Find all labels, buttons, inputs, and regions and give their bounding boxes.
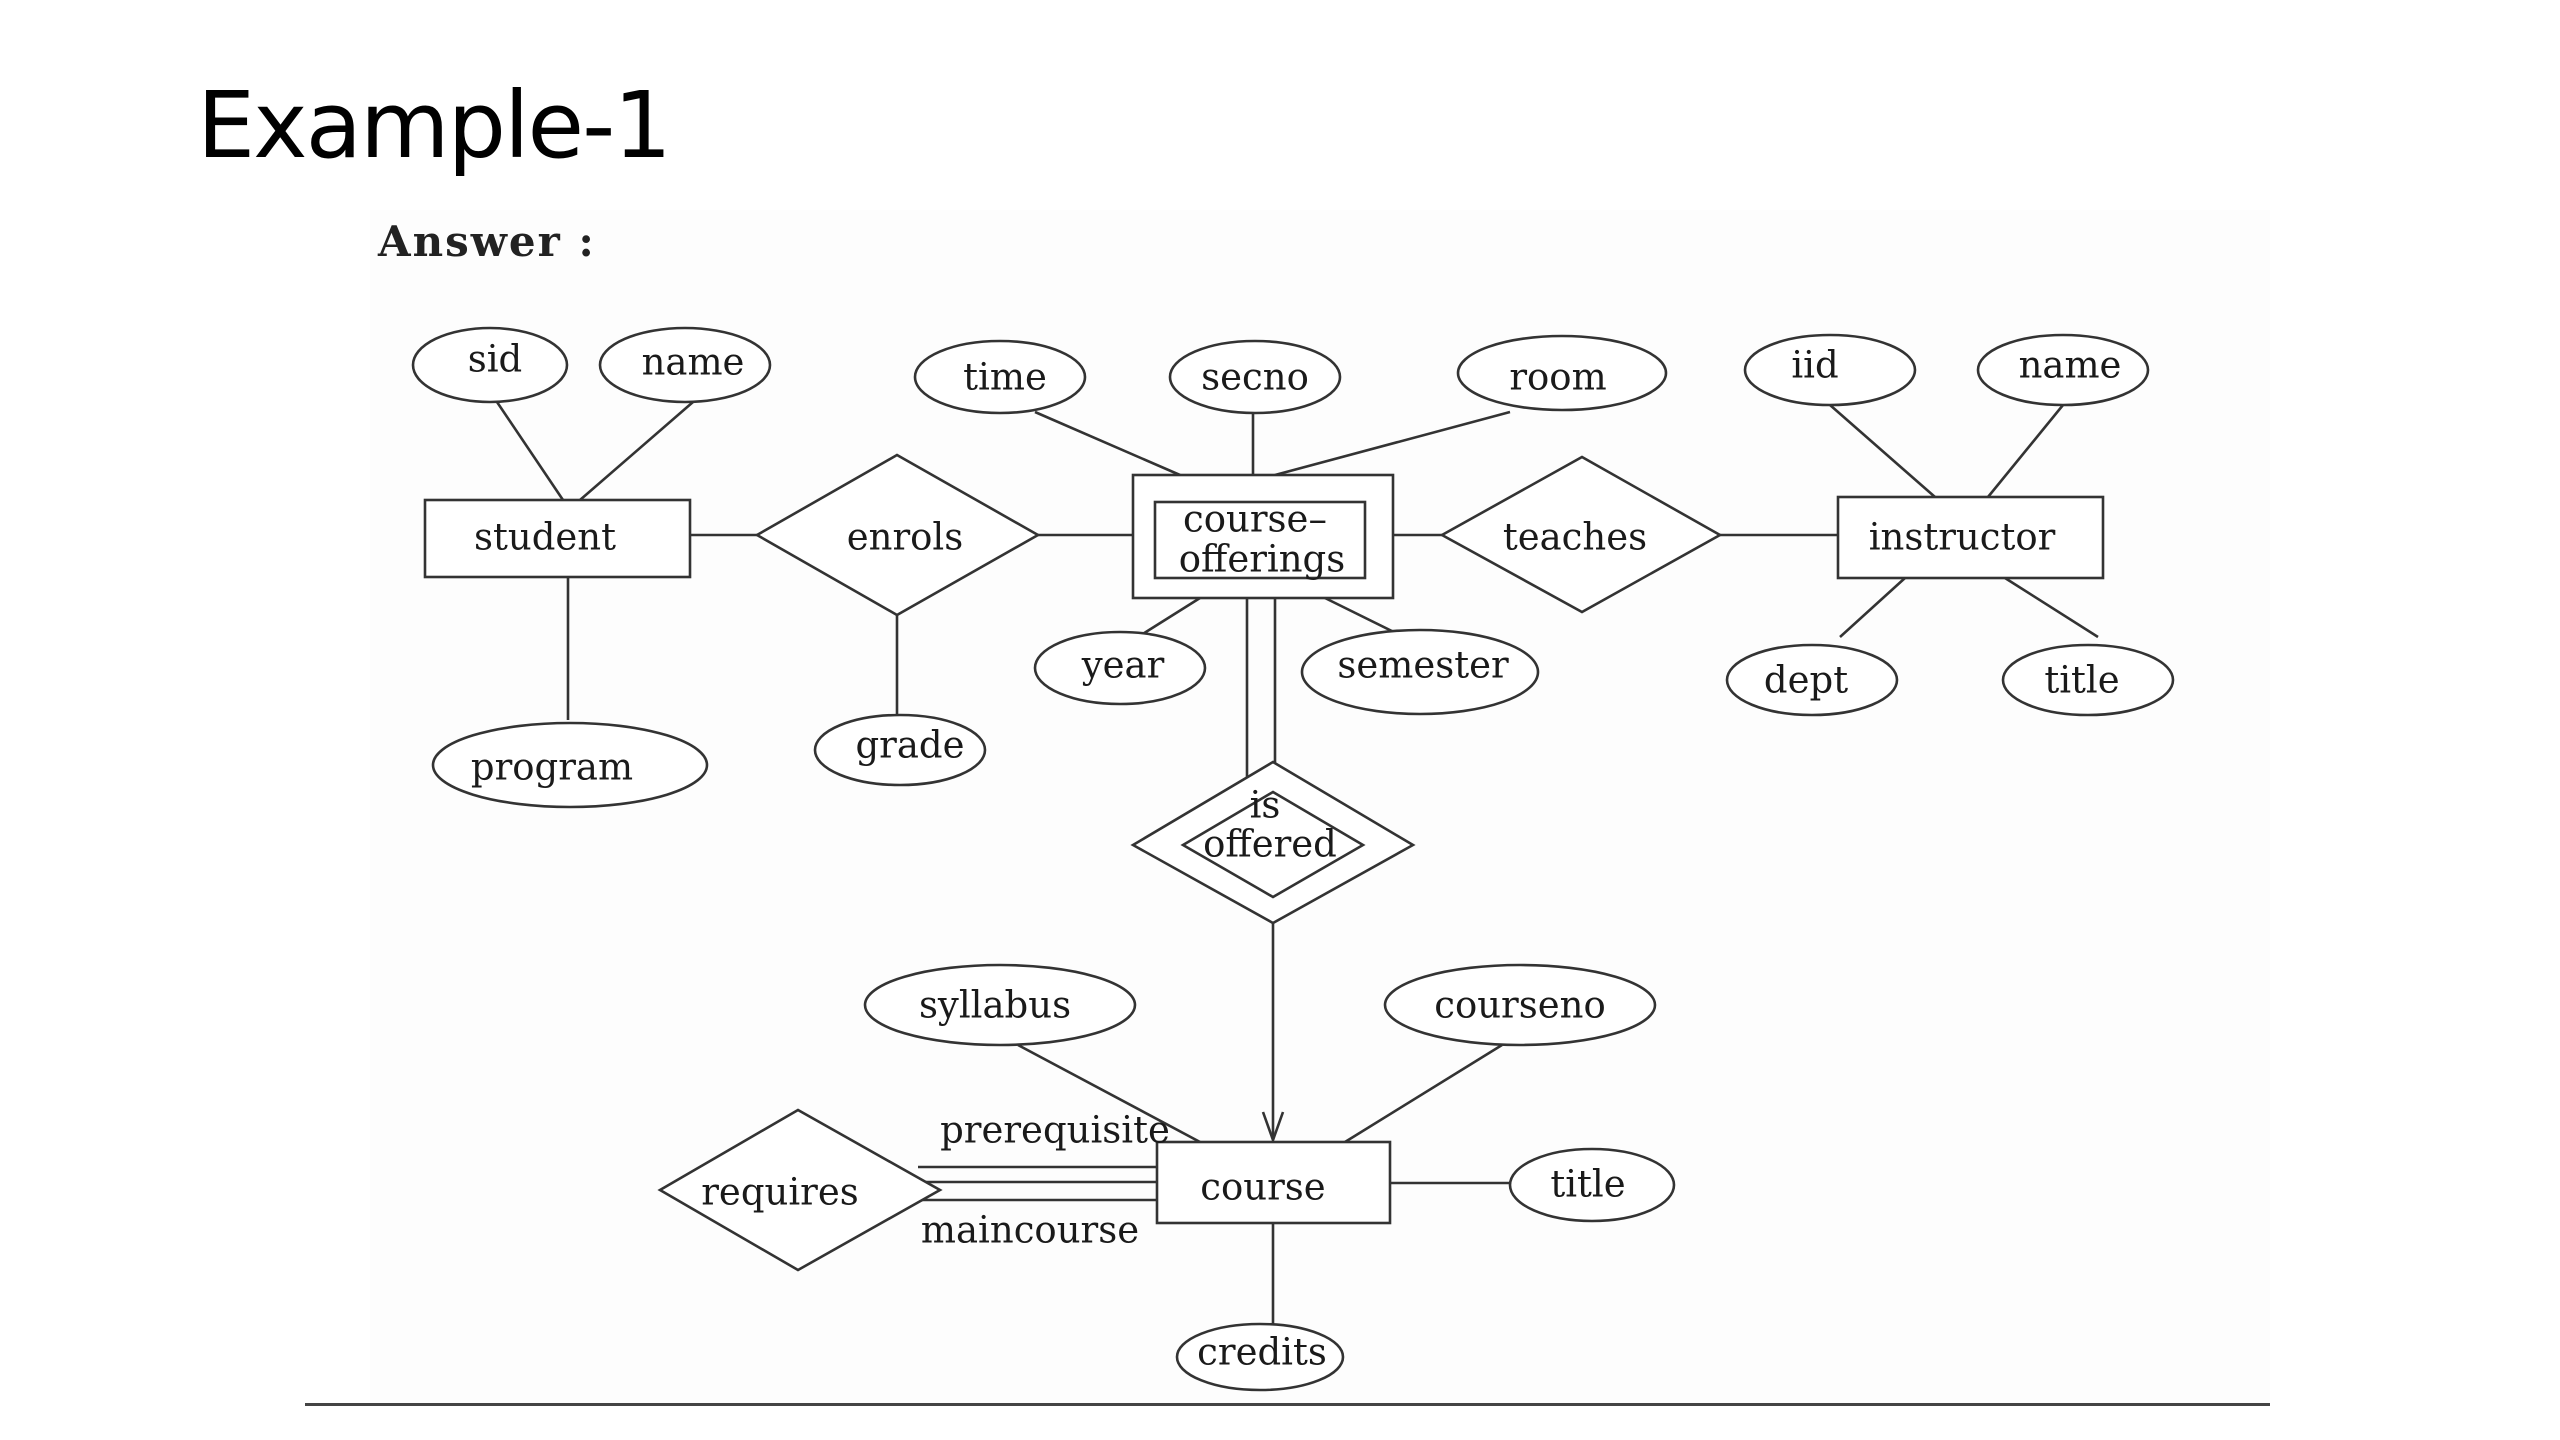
role-maincourse: maincourse [921, 1209, 1139, 1252]
line-offerings-time [1034, 410, 1181, 477]
svg-text:syllabus: syllabus [919, 984, 1071, 1027]
attribute-program: program [431, 721, 709, 809]
entity-course: course [1155, 1140, 1392, 1225]
svg-text:enrols: enrols [847, 516, 964, 559]
svg-text:name: name [2019, 344, 2122, 387]
attribute-semester: semester [1300, 628, 1540, 716]
svg-text:requires: requires [701, 1171, 859, 1214]
attribute-secno: secno [1168, 339, 1342, 415]
attribute-student-name: name [598, 326, 772, 404]
svg-text:sid: sid [468, 338, 523, 381]
attribute-room: room [1456, 334, 1668, 412]
line-student-name [579, 401, 694, 501]
svg-text:is: is [1250, 784, 1281, 827]
svg-text:offered: offered [1203, 823, 1337, 866]
arrowhead-icon [1261, 1111, 1285, 1144]
svg-text:secno: secno [1201, 356, 1309, 399]
bottom-rule [305, 1403, 2270, 1406]
relationship-enrols: enrols [754, 453, 1041, 617]
svg-text:instructor: instructor [1869, 516, 2056, 559]
svg-text:grade: grade [855, 724, 964, 767]
svg-text:title: title [1550, 1163, 1625, 1206]
attribute-sid: sid [411, 326, 569, 404]
line-course-syllabus [1017, 1043, 1201, 1144]
attribute-courseno: courseno [1383, 963, 1657, 1047]
svg-text:offerings: offerings [1179, 538, 1345, 581]
attribute-grade: grade [813, 713, 987, 787]
attribute-iid: iid [1743, 333, 1917, 407]
svg-text:room: room [1509, 356, 1606, 399]
svg-text:year: year [1081, 644, 1165, 687]
line-instructor-name [1986, 404, 2065, 498]
attribute-year: year [1033, 630, 1207, 706]
svg-text:semester: semester [1337, 644, 1509, 687]
line-instructor-iid [1829, 404, 1936, 498]
line-student-sid [495, 401, 565, 501]
line-instructor-title [2004, 576, 2099, 639]
entity-student: student [423, 498, 692, 579]
svg-text:course–: course– [1183, 498, 1327, 541]
entity-instructor: instructor [1836, 495, 2105, 580]
line-course-courseno [1344, 1043, 1503, 1144]
attribute-credits: credits [1175, 1322, 1345, 1392]
svg-text:iid: iid [1791, 344, 1838, 387]
connector-lines [495, 401, 2099, 1327]
line-offerings-room [1274, 410, 1511, 477]
line-instructor-dept [1839, 577, 1906, 638]
attribute-dept: dept [1725, 643, 1899, 717]
svg-text:program: program [471, 746, 633, 789]
attribute-course-title: title [1508, 1147, 1676, 1223]
entity-course-offerings: course– offerings [1131, 473, 1395, 600]
relationship-requires: requires [657, 1108, 943, 1272]
svg-text:student: student [474, 516, 616, 559]
attribute-syllabus: syllabus [863, 963, 1137, 1047]
relationship-teaches: teaches [1439, 455, 1723, 614]
svg-text:courseno: courseno [1434, 984, 1606, 1027]
svg-text:time: time [963, 356, 1047, 399]
svg-text:name: name [642, 341, 745, 384]
attribute-time: time [913, 339, 1087, 415]
attribute-instructor-name: name [1976, 333, 2150, 407]
role-prerequisite: prerequisite [940, 1109, 1170, 1152]
answer-label: Answer : [378, 217, 596, 266]
svg-text:dept: dept [1764, 659, 1848, 702]
svg-text:credits: credits [1197, 1331, 1327, 1374]
svg-text:teaches: teaches [1503, 516, 1647, 559]
attribute-instructor-title: title [2001, 643, 2175, 717]
svg-text:course: course [1200, 1166, 1325, 1209]
relationship-is-offered: is offered [1130, 760, 1416, 925]
slide-title: Example-1 [197, 72, 672, 179]
svg-text:title: title [2044, 659, 2119, 702]
